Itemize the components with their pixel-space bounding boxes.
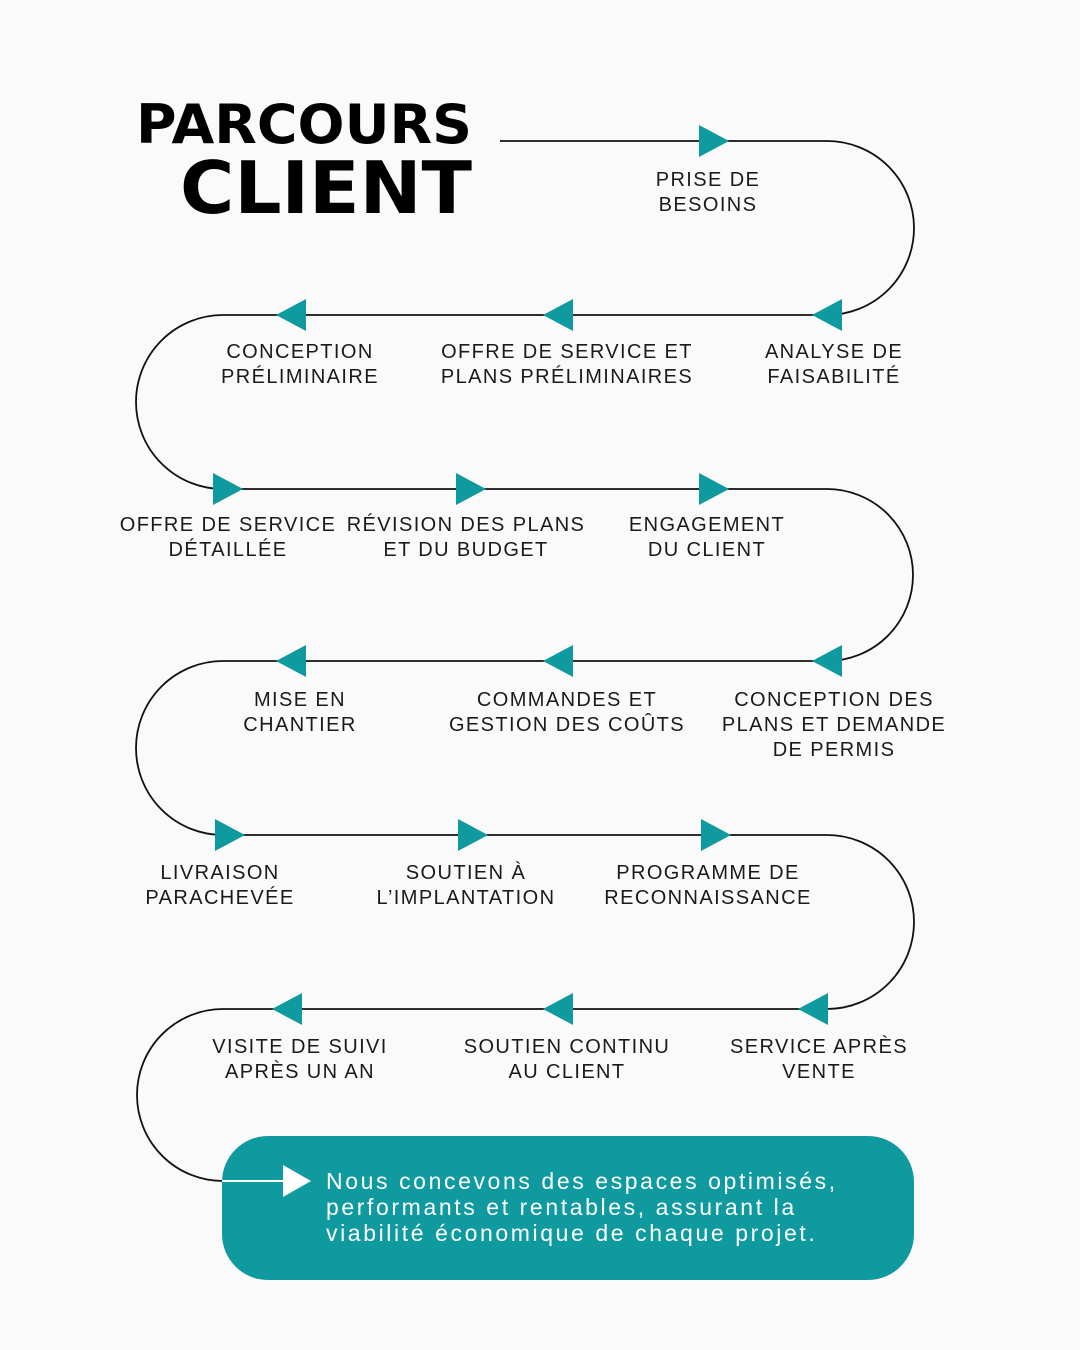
- journey-path: [135, 140, 915, 1182]
- arrow-left-icon: [272, 993, 302, 1025]
- arrow-left-icon: [276, 645, 306, 677]
- step-label-line: MISE EN: [254, 689, 346, 711]
- step-label-line: LIVRAISON: [160, 862, 279, 884]
- step-soutien-continu-au-client: SOUTIEN CONTINU AU CLIENT: [464, 1036, 671, 1083]
- step-conception-des-plans-et-demande-de-permis: CONCEPTION DES PLANS ET DEMANDE DE PERMIS: [722, 689, 946, 761]
- step-label-line: CHANTIER: [243, 714, 356, 736]
- step-label-line: SERVICE APRÈS: [730, 1035, 908, 1058]
- closing-text-line-3: viabilité économique de chaque projet.: [326, 1220, 817, 1246]
- step-label-line: PRÉLIMINAIRE: [221, 365, 379, 388]
- step-label-line: OFFRE DE SERVICE: [120, 514, 337, 536]
- arrow-right-icon: [699, 473, 729, 505]
- arrow-left-icon: [276, 299, 306, 331]
- arrow-right-icon: [213, 473, 243, 505]
- closing-arrow-icon: [283, 1165, 311, 1197]
- step-label-line: ENGAGEMENT: [629, 514, 785, 536]
- arrow-left-icon: [543, 299, 573, 331]
- step-label-line: ANALYSE DE: [765, 341, 903, 363]
- arrow-left-icon: [812, 645, 842, 677]
- step-label-line: APRÈS UN AN: [225, 1060, 375, 1083]
- arrow-left-icon: [543, 645, 573, 677]
- step-label-line: BESOINS: [659, 194, 758, 216]
- step-label-line: AU CLIENT: [508, 1061, 625, 1083]
- direction-arrows: [213, 125, 842, 1025]
- closing-text-line-2: performants et rentables, assurant la: [326, 1194, 797, 1220]
- step-label-line: PARACHEVÉE: [145, 886, 294, 909]
- step-label-line: ET DU BUDGET: [383, 539, 548, 561]
- step-label-line: OFFRE DE SERVICE ET: [441, 341, 693, 363]
- arrow-left-icon: [812, 299, 842, 331]
- arrow-right-icon: [458, 819, 488, 851]
- closing-box: Nous concevons des espaces optimisés, pe…: [222, 1136, 914, 1280]
- step-label-line: CONCEPTION: [226, 341, 373, 363]
- step-label-line: FAISABILITÉ: [767, 365, 900, 388]
- step-label-line: VENTE: [782, 1061, 856, 1083]
- step-soutien-a-l-implantation: SOUTIEN À L’IMPLANTATION: [377, 861, 556, 909]
- step-label-line: SOUTIEN À: [406, 861, 526, 884]
- step-label-line: PLANS ET DEMANDE: [722, 714, 946, 736]
- step-label-line: VISITE DE SUIVI: [212, 1036, 387, 1058]
- arrow-left-icon: [543, 993, 573, 1025]
- step-label-line: L’IMPLANTATION: [377, 887, 556, 909]
- step-service-apres-vente: SERVICE APRÈS VENTE: [730, 1035, 908, 1083]
- arrow-right-icon: [215, 819, 245, 851]
- step-label-line: GESTION DES COÛTS: [449, 713, 685, 736]
- arrow-right-icon: [699, 125, 729, 157]
- step-label-line: PLANS PRÉLIMINAIRES: [441, 365, 693, 388]
- closing-box-background: [222, 1136, 914, 1280]
- step-label-line: SOUTIEN CONTINU: [464, 1036, 671, 1058]
- step-label-line: CONCEPTION DES: [734, 689, 934, 711]
- step-engagement-du-client: ENGAGEMENT DU CLIENT: [629, 514, 785, 561]
- title-line-1: PARCOURS: [136, 93, 472, 156]
- arrow-left-icon: [798, 993, 828, 1025]
- step-label-line: DÉTAILLÉE: [169, 538, 288, 561]
- step-label-line: DE PERMIS: [773, 739, 896, 761]
- arrow-right-icon: [456, 473, 486, 505]
- step-label-line: RÉVISION DES PLANS: [347, 513, 586, 536]
- step-label-line: PROGRAMME DE: [616, 862, 799, 884]
- step-label-line: RECONNAISSANCE: [604, 887, 811, 909]
- title-line-2: CLIENT: [180, 146, 472, 230]
- step-label-line: PRISE DE: [656, 169, 761, 191]
- step-label-line: COMMANDES ET: [477, 689, 657, 711]
- step-prise-de-besoins: PRISE DE BESOINS: [656, 169, 761, 216]
- step-label-line: DU CLIENT: [648, 539, 766, 561]
- arrow-right-icon: [701, 819, 731, 851]
- closing-text-line-1: Nous concevons des espaces optimisés,: [326, 1168, 838, 1194]
- step-revision-des-plans-et-du-budget: RÉVISION DES PLANS ET DU BUDGET: [347, 513, 586, 561]
- diagram-title: PARCOURS CLIENT: [136, 93, 472, 230]
- step-programme-de-reconnaissance: PROGRAMME DE RECONNAISSANCE: [604, 862, 811, 909]
- step-mise-en-chantier: MISE EN CHANTIER: [243, 689, 356, 736]
